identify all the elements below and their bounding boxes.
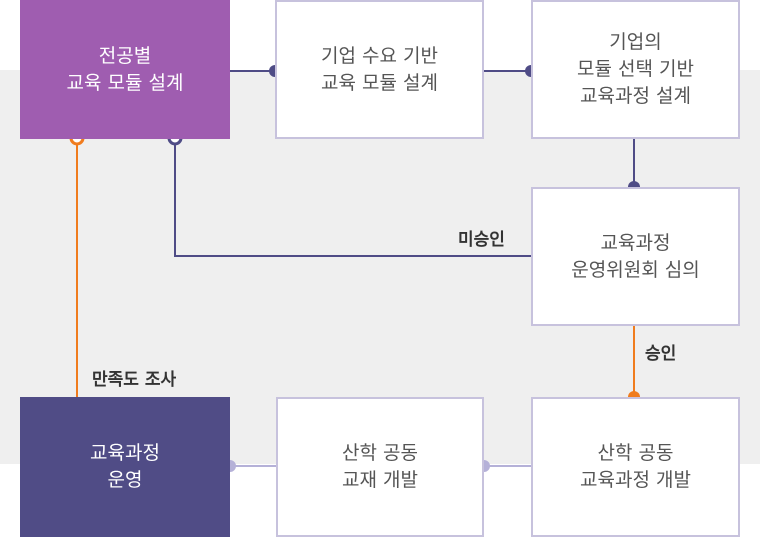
node-line: 전공별 — [98, 44, 152, 67]
edge-label-rejected: 미승인 — [458, 230, 505, 250]
node-line: 교재 개발 — [342, 469, 418, 491]
connector-rejected-loop — [174, 144, 531, 257]
node-line: 운영 — [107, 469, 143, 491]
node-line: 교육 모듈 설계 — [321, 71, 438, 94]
node-line: 교육과정 개발 — [580, 469, 691, 491]
node-line: 기업 수요 기반 — [321, 44, 438, 67]
node-line: 교육과정 설계 — [580, 85, 691, 107]
node-line: 교육과정 — [90, 442, 160, 464]
node-selection-design: 기업의 모듈 선택 기반 교육과정 설계 — [531, 0, 740, 139]
node-line: 기업의 — [609, 31, 662, 53]
node-material-dev: 산학 공동 교재 개발 — [276, 397, 484, 537]
node-module-design: 전공별 교육 모듈 설계 — [20, 0, 230, 139]
node-operation: 교육과정 운영 — [20, 397, 230, 537]
node-line: 운영위원회 심의 — [571, 258, 700, 281]
node-line: 산학 공동 — [597, 442, 674, 464]
node-line: 교육 모듈 설계 — [66, 71, 184, 94]
edge-label-satisfaction: 만족도 조사 — [92, 370, 177, 390]
edge-label-approved: 승인 — [645, 344, 677, 364]
node-committee-review: 교육과정 운영위원회 심의 — [531, 187, 740, 326]
node-line: 교육과정 — [600, 231, 671, 254]
node-curriculum-dev: 산학 공동 교육과정 개발 — [531, 397, 740, 537]
node-demand-design: 기업 수요 기반 교육 모듈 설계 — [275, 0, 484, 139]
node-line: 모듈 선택 기반 — [577, 58, 694, 80]
node-line: 산학 공동 — [342, 442, 418, 464]
